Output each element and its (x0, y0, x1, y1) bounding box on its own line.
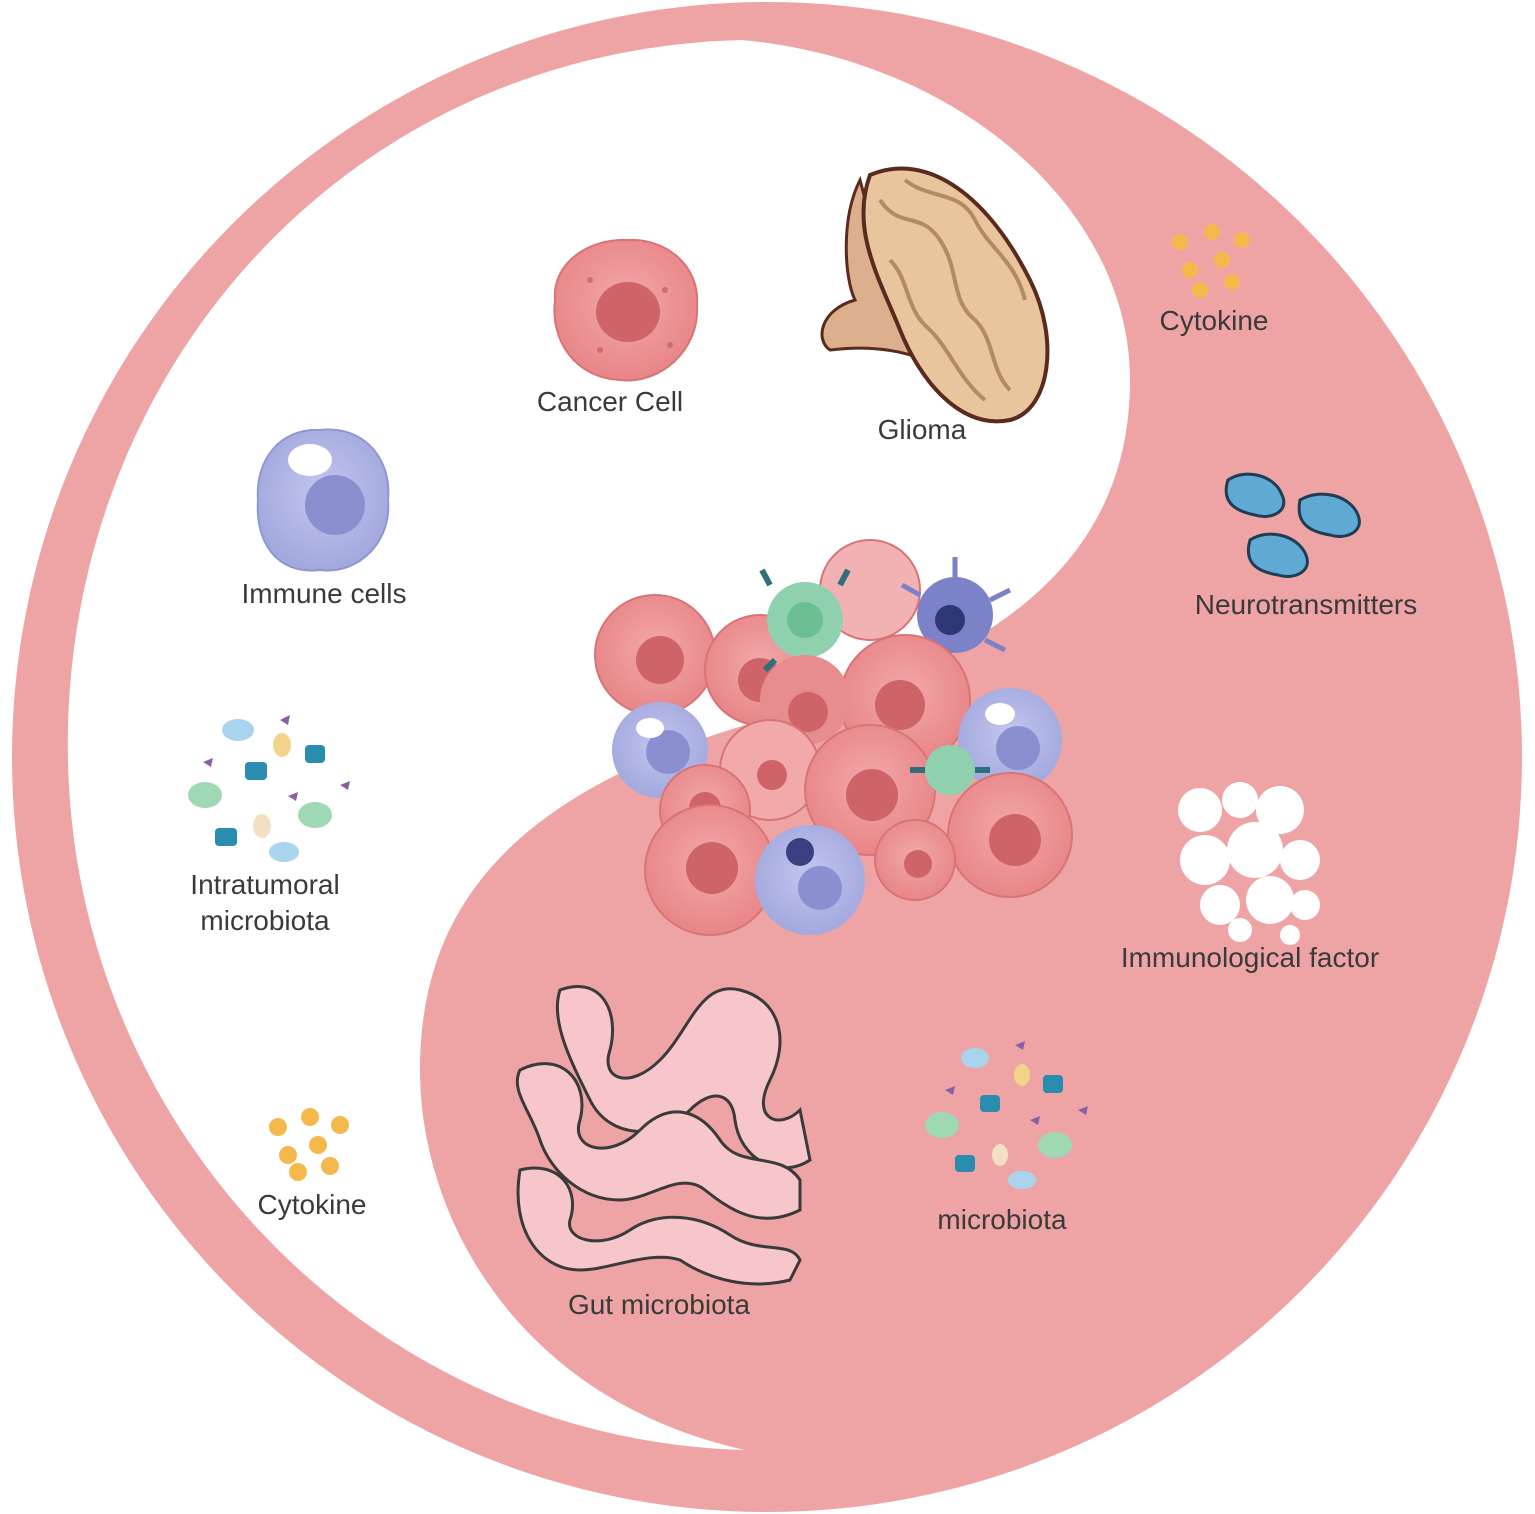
immune-cell-icon (256, 428, 390, 572)
t-cell-green (759, 568, 851, 673)
brain-icon (820, 166, 1050, 424)
cytokine-icon (269, 1108, 349, 1181)
neurotransmitter-icon (1224, 472, 1361, 578)
intestine-icon (515, 984, 812, 1286)
neurotransmitters-label: Neurotransmitters (1195, 589, 1418, 620)
immune-cell-cluster-2 (958, 688, 1062, 792)
gut-microbiota-label: Gut microbiota (568, 1289, 750, 1320)
cancer-cell-label: Cancer Cell (537, 386, 683, 417)
cytokine-top-label: Cytokine (1160, 305, 1269, 336)
cytokine-icon (1172, 224, 1250, 298)
immune-cell-cluster-1 (612, 702, 708, 798)
glioma-label: Glioma (878, 414, 967, 445)
immune-cells-label: Immune cells (242, 578, 407, 609)
immunological-factor-label: Immunological factor (1121, 942, 1379, 973)
cytokine-bottom-label: Cytokine (258, 1189, 367, 1220)
cancer-cell-cluster-9 (644, 804, 776, 936)
microbiota-label: microbiota (937, 1204, 1067, 1235)
intratumoral-label-line1: Intratumoral (190, 869, 339, 900)
intratumoral-label-line2: microbiota (200, 905, 330, 936)
cancer-cell-cluster-10 (947, 772, 1073, 898)
white-half (67, 40, 1130, 1450)
cancer-cell-icon (553, 238, 699, 382)
cancer-cell-cluster-11 (874, 819, 956, 901)
t-cell-green-2 (910, 745, 990, 795)
tumor-cluster (594, 539, 1073, 936)
cancer-cell-cluster-1 (594, 594, 716, 716)
intratumoral-microbiota-icon (188, 715, 350, 862)
microbiota-icon (925, 1041, 1088, 1189)
dendritic-cell (900, 557, 1012, 653)
immune-cell-cluster-3 (755, 825, 865, 935)
immunological-factor-icon (1178, 782, 1320, 945)
